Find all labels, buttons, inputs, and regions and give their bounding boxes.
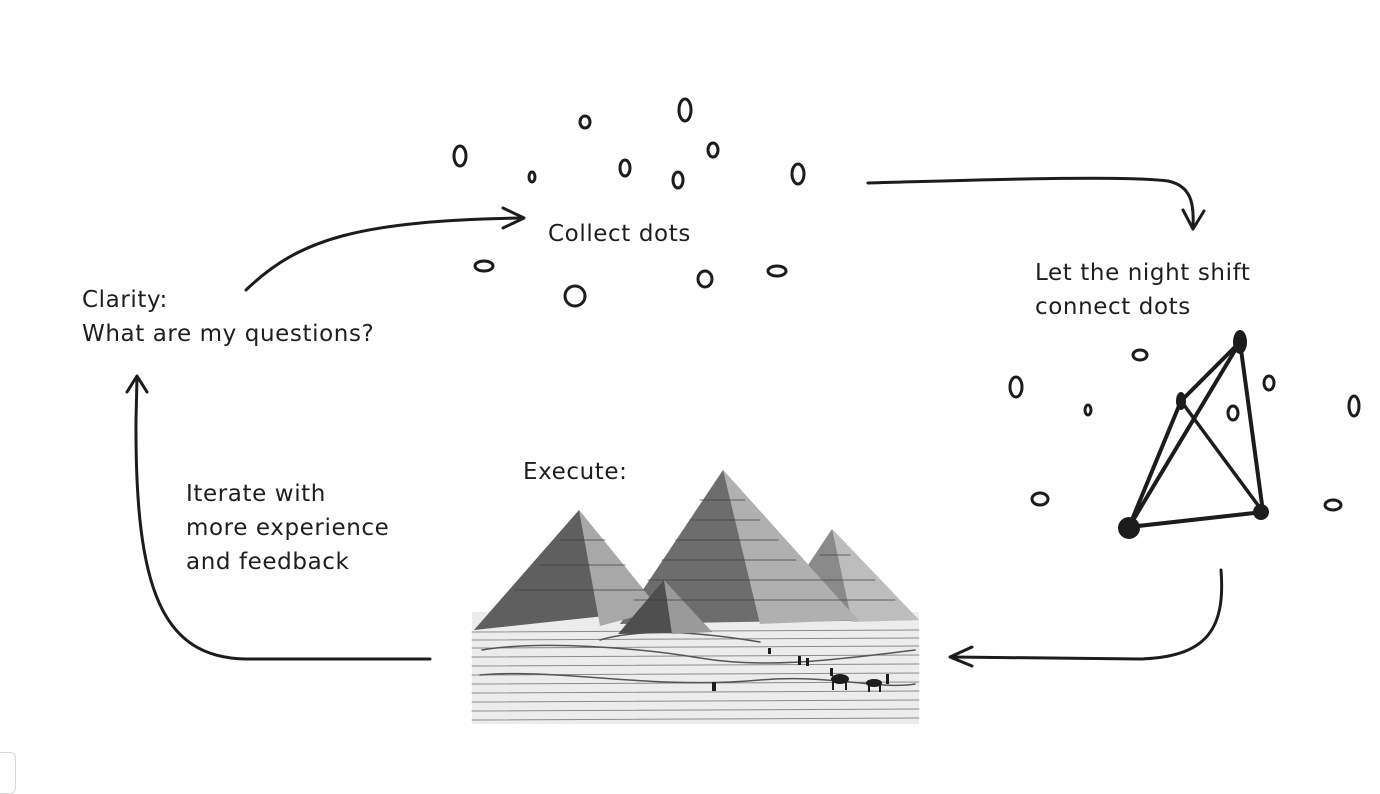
pyramids-illustration-icon [471, 470, 920, 724]
arrow-collect-to-nightshift [866, 176, 1206, 231]
iterate-line-2: more experience [186, 515, 390, 541]
connected-dots-triangle-icon [1118, 330, 1269, 539]
night-shift-line-2: connect dots [1035, 294, 1191, 320]
dot [1083, 403, 1093, 417]
dot [1226, 404, 1240, 422]
collect-dots-label: Collect dots [548, 221, 691, 247]
clarity-title: Clarity: [82, 287, 168, 313]
dot [452, 144, 468, 168]
dot [1347, 394, 1361, 418]
dot [766, 264, 788, 278]
dot [527, 170, 537, 184]
node-execute: Execute: [523, 455, 628, 489]
dot [1008, 375, 1024, 399]
dot [618, 158, 632, 178]
node-dot [1233, 330, 1247, 354]
loose-dots [1008, 348, 1361, 512]
node-dot [1176, 392, 1186, 410]
iterate-line-3: and feedback [186, 549, 350, 575]
arrow-execute-to-clarity [125, 374, 432, 661]
dot [696, 269, 714, 289]
dot [473, 259, 495, 273]
dot [1262, 374, 1276, 392]
dot [1131, 348, 1149, 362]
dot [1030, 491, 1050, 507]
execute-label: Execute: [523, 459, 628, 485]
dot [706, 141, 720, 159]
dot [578, 114, 592, 130]
node-collect-dots: Collect dots [548, 217, 691, 251]
iterate-line-1: Iterate with [186, 481, 326, 507]
arrow-nightshift-to-execute [948, 568, 1224, 668]
node-iterate: Iterate with more experience and feedbac… [186, 477, 389, 579]
dot [671, 170, 685, 190]
collected-dots [452, 97, 806, 308]
dot [563, 284, 587, 308]
node-dot [1118, 517, 1140, 539]
clarity-question: What are my questions? [82, 321, 375, 347]
arrow-clarity-to-collect [244, 206, 526, 292]
night-shift-line-1: Let the night shift [1035, 260, 1251, 286]
dot [677, 97, 693, 123]
node-night-shift: Let the night shift connect dots [1035, 256, 1250, 324]
node-dot [1253, 504, 1269, 520]
dot [1323, 498, 1343, 512]
dot [790, 162, 806, 186]
node-clarity: Clarity: What are my questions? [82, 283, 374, 351]
